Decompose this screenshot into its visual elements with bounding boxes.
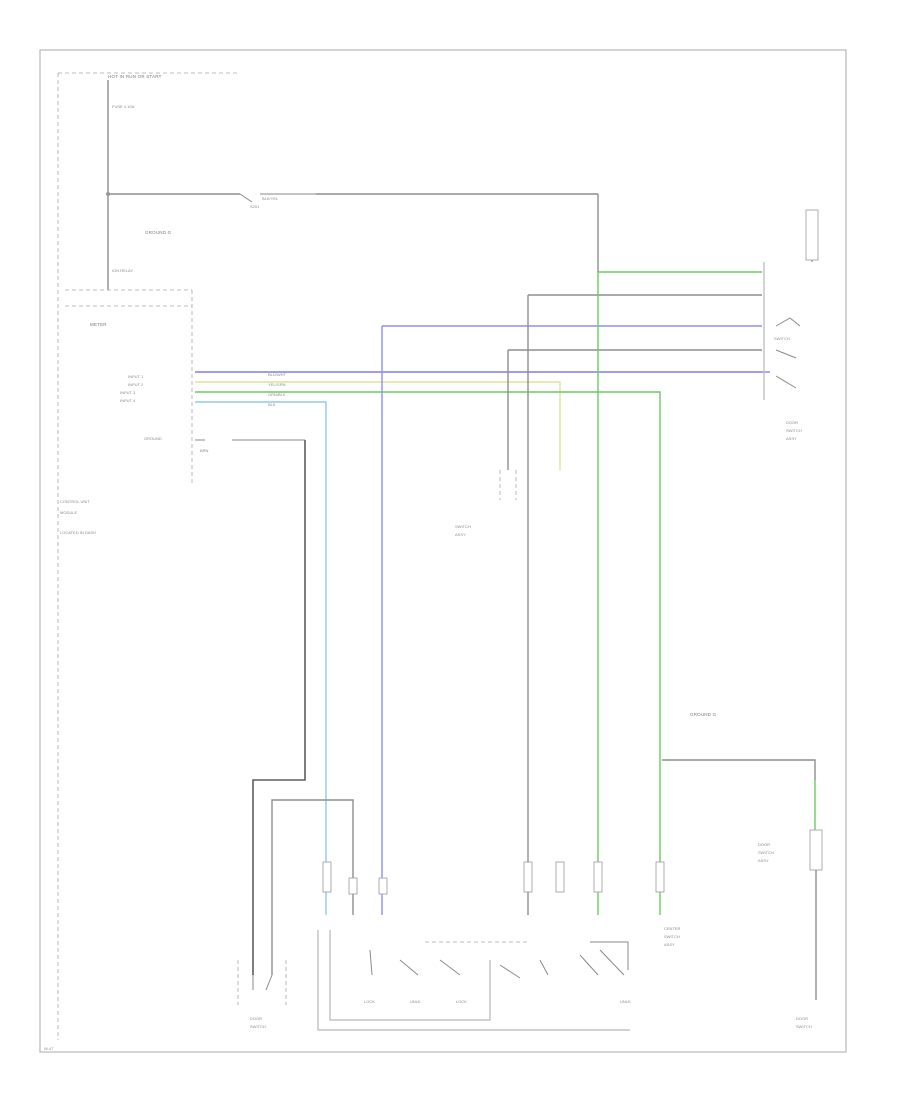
- connector-6: [593, 861, 603, 893]
- contact-lock-2: LOCK: [456, 999, 467, 1004]
- ground-c-label: GROUND G: [145, 230, 172, 235]
- left-switch-label-1: DOOR: [250, 1016, 262, 1021]
- wire-code-blu: BLU/WHT: [268, 372, 287, 377]
- door-switch-assembly: SWITCH DOOR SWITCH ASSY: [195, 209, 819, 441]
- mid-switch-label-2: ASSY: [455, 532, 466, 537]
- control-unit: METER INPUT 1 INPUT 2 INPUT 3 INPUT 4 GR…: [60, 289, 193, 535]
- right-lower-desc-3: ASSY: [758, 858, 769, 863]
- left-door-switch: DOOR SWITCH: [237, 960, 287, 1029]
- bottom-connectors: [322, 861, 665, 895]
- connector-7: [655, 861, 665, 893]
- signal-line-2: INPUT 2: [128, 382, 144, 387]
- door-switch-desc-3: ASSY: [786, 436, 797, 441]
- module-note: MODULE: [60, 510, 77, 515]
- connector-4: [523, 861, 533, 893]
- wire-code-top: BLK/YEL: [262, 196, 279, 201]
- center-switch-label-1: CENTER: [664, 926, 681, 931]
- connector-2: [348, 877, 358, 895]
- ground-mid-label: GROUND G: [690, 712, 717, 717]
- signal-wires: BLU/WHT YEL/GRN GRN/BLK BLK: [195, 371, 770, 915]
- mid-switch-label-1: SWITCH: [455, 524, 471, 529]
- signal-line-3: INPUT 3: [120, 390, 136, 395]
- mid-switch: SWITCH ASSY: [455, 470, 517, 537]
- center-switch-label-2: SWITCH: [664, 934, 680, 939]
- wire-code-brn: BRN: [200, 448, 209, 453]
- relay-label: IGN RELAY: [112, 268, 133, 273]
- ground-in-label: GROUND: [144, 436, 162, 441]
- contact-lock-1: LOCK: [364, 999, 375, 1004]
- diagram-frame: [39, 49, 847, 1053]
- connector-3: [378, 877, 388, 895]
- signal-line-1: INPUT 1: [128, 374, 144, 379]
- wire-code-yel: YEL/GRN: [268, 382, 286, 387]
- contact-unlk-2: UNLK: [620, 999, 631, 1004]
- signal-line-4: INPUT 4: [120, 398, 136, 403]
- right-switch-label-1: DOOR: [796, 1016, 808, 1021]
- right-lower-desc-1: DOOR: [758, 842, 770, 847]
- connector-1: [322, 861, 332, 893]
- center-switch-assembly: LOCK UNLK LOCK UNLK CENTER SWITCH ASSY: [317, 926, 681, 1031]
- hot-in-run-label: HOT IN RUN OR START: [108, 74, 162, 79]
- wire-code-blk: BLK: [268, 402, 276, 407]
- top-right-connector: [805, 209, 819, 261]
- right-lower-branch: GROUND G DOOR SWITCH ASSY DOOR SWITCH: [662, 712, 823, 1029]
- control-unit-label: CONTROL UNIT: [60, 499, 90, 504]
- module-note-2: LOCATED IN DASH: [60, 530, 96, 535]
- right-connector: [809, 829, 823, 871]
- right-switch-label-2: SWITCH: [796, 1024, 812, 1029]
- power-feed: HOT IN RUN OR START FUSE 4 10A BLK/YEL S…: [57, 72, 599, 1040]
- wire-code-grn: GRN/BLK: [268, 392, 286, 397]
- meter-label: METER: [90, 322, 107, 327]
- left-switch-label-2: SWITCH: [250, 1024, 266, 1029]
- splice-label: S201: [250, 204, 260, 209]
- center-switch-label-3: ASSY: [664, 942, 675, 947]
- right-lower-desc-2: SWITCH: [758, 850, 774, 855]
- contact-unlk-1: UNLK: [410, 999, 421, 1004]
- inline-switch: [239, 193, 316, 203]
- door-switch-desc-1: DOOR: [786, 420, 798, 425]
- fuse-label: FUSE 4 10A: [112, 104, 135, 109]
- connector-5: [555, 861, 565, 893]
- vertical-wires: [271, 272, 599, 975]
- switch-top-right-label: SWITCH: [774, 336, 790, 341]
- door-switch-desc-2: SWITCH: [786, 428, 802, 433]
- ground-wire: BRN: [195, 439, 306, 975]
- page-ref: W-47: [44, 1046, 54, 1051]
